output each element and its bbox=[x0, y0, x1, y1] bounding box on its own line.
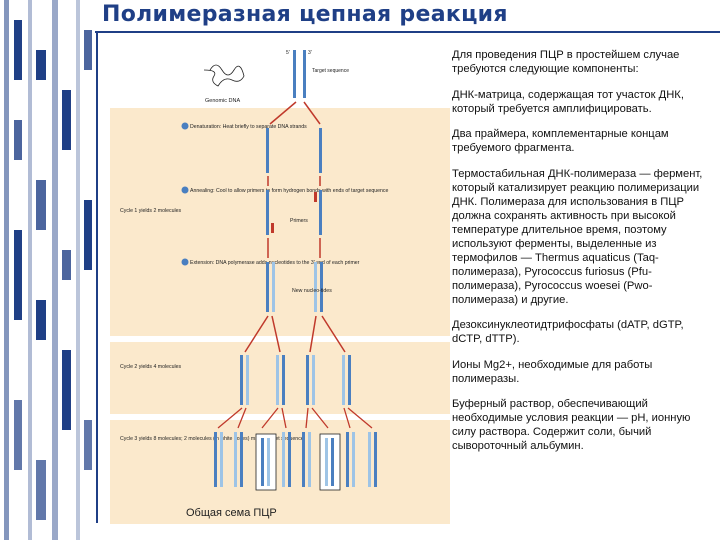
extended-right-b bbox=[320, 262, 323, 312]
cycle1-band bbox=[110, 108, 450, 336]
title-underline bbox=[95, 31, 720, 33]
paragraph-intro: Для проведения ПЦР в простейшем случае т… bbox=[452, 49, 680, 75]
top-strand-right bbox=[303, 50, 306, 98]
paragraph-mg: Ионы Mg2+, необходимые для работы полиме… bbox=[452, 358, 653, 385]
slide-title: Полимеразная цепная реакция bbox=[102, 2, 508, 27]
paragraph-primers: Два праймера, комплементарные концам тре… bbox=[452, 128, 669, 154]
annealed-left bbox=[266, 190, 269, 235]
figure-caption: Общая сема ПЦР bbox=[186, 507, 277, 519]
paragraph-polymerase: Термостабильная ДНК-полимераза — фермент… bbox=[452, 167, 703, 306]
target-label: Target sequence bbox=[312, 68, 349, 74]
pcr-diagram: Genomic DNA 5' 3' Target sequence Denatu… bbox=[110, 50, 450, 524]
new-nucleotides-label: New nucleo-tides bbox=[292, 288, 332, 294]
step2-text: Annealing: Cool to allow primers to form… bbox=[190, 188, 389, 194]
top-three-prime: 3' bbox=[308, 50, 312, 56]
top-five-prime: 5' bbox=[286, 50, 290, 56]
genomic-dna-label: Genomic DNA bbox=[205, 98, 240, 104]
step2-badge bbox=[181, 186, 189, 194]
extended-left-b bbox=[272, 262, 275, 312]
components-text: Для проведения ПЦР в простейшем случае т… bbox=[452, 48, 714, 465]
cycle1-label: Cycle 1 yields 2 molecules bbox=[120, 208, 182, 214]
cycle3-band bbox=[110, 420, 450, 524]
top-strand-left bbox=[293, 50, 296, 98]
annealed-right bbox=[319, 190, 322, 235]
step1-badge bbox=[181, 122, 189, 130]
denatured-left bbox=[266, 128, 269, 173]
dna-stripe-decoration bbox=[0, 0, 95, 540]
genomic-dna-coil bbox=[203, 64, 245, 87]
paragraph-buffer: Буферный раствор, обеспечивающий необход… bbox=[452, 398, 691, 452]
primer-right bbox=[314, 192, 317, 202]
primers-label: Primers bbox=[290, 218, 308, 224]
cycle2-label: Cycle 2 yields 4 molecules bbox=[120, 364, 182, 370]
cycle2-molecules bbox=[240, 355, 351, 405]
paragraph-dntp: Дезоксинуклеотидтрифосфаты (dATP, dGTP, … bbox=[452, 319, 684, 345]
cycle2-band bbox=[110, 342, 450, 414]
process-arrows bbox=[244, 101, 346, 353]
primer-left bbox=[271, 223, 274, 233]
cycle3-molecules bbox=[214, 432, 377, 491]
left-divider bbox=[96, 33, 98, 523]
extended-right-a bbox=[314, 262, 317, 312]
cycle3-label: Cycle 3 yields 8 molecules; 2 molecules … bbox=[120, 436, 304, 442]
step1-text: Denaturation: Heat briefly to separate D… bbox=[190, 124, 307, 130]
paragraph-template: ДНК-матрица, содержащая тот участок ДНК,… bbox=[452, 88, 684, 115]
cycle2-arrows bbox=[217, 407, 373, 429]
step3-badge bbox=[181, 258, 189, 266]
extended-left-a bbox=[266, 262, 269, 312]
denatured-right bbox=[319, 128, 322, 173]
